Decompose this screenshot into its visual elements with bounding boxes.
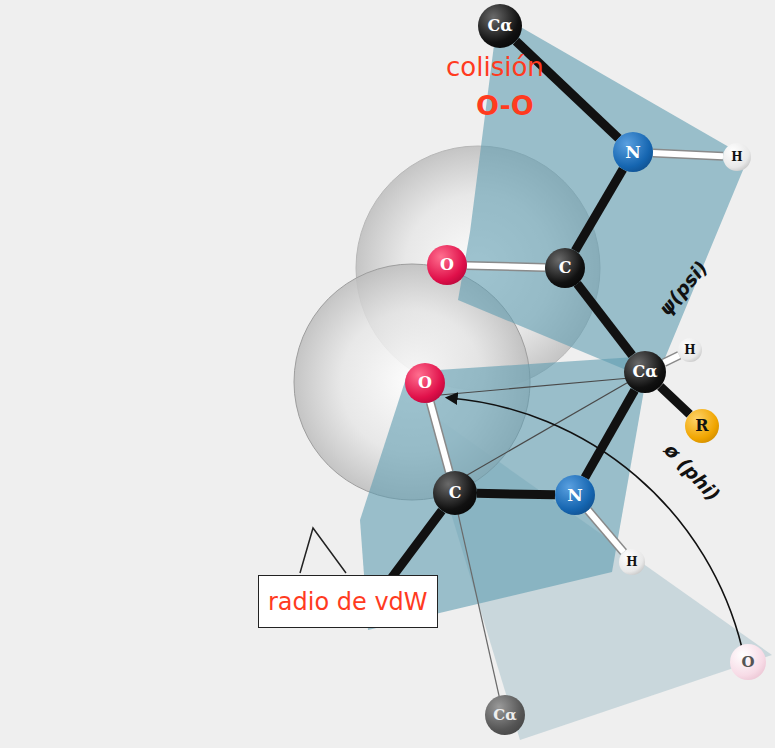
bond-stroke	[467, 266, 545, 268]
bond-stroke	[664, 355, 679, 363]
bond-line	[660, 386, 689, 414]
bond-stroke	[575, 169, 623, 250]
atom-symbol: C	[559, 260, 572, 276]
bond-line	[467, 266, 545, 268]
bond-stroke	[660, 386, 689, 414]
bond-stroke	[664, 355, 679, 363]
bond-line	[588, 510, 624, 552]
bond-stroke	[588, 510, 624, 552]
atom-symbol: Cα	[493, 708, 516, 723]
callout-box: radio de vdW	[258, 575, 438, 628]
atom-sphere: O	[730, 644, 766, 680]
bond-line	[575, 169, 623, 250]
atom-symbol: O	[440, 257, 454, 273]
collision-label: O-O	[476, 90, 534, 121]
bond-stroke	[477, 493, 555, 494]
bond-line	[577, 284, 632, 356]
bond-stroke	[653, 153, 723, 156]
atom-sphere: H	[619, 549, 645, 575]
atom-symbol: H	[731, 151, 742, 163]
bond-line	[388, 511, 442, 583]
atom-sphere: N	[555, 475, 595, 515]
bond-line	[477, 493, 555, 494]
bond-line	[664, 355, 679, 363]
atom-symbol: N	[567, 487, 583, 504]
collision-label: colisión	[446, 52, 544, 82]
leader-line	[300, 528, 346, 573]
atom-sphere: Cα	[478, 4, 522, 48]
bond-line	[585, 390, 635, 477]
bond-line	[653, 153, 723, 156]
bond-stroke	[430, 402, 449, 471]
atom-symbol: O	[741, 655, 754, 670]
atom-symbol: Cα	[632, 364, 657, 380]
guide-line	[440, 378, 630, 395]
callout-text: radio de vdW	[268, 588, 428, 616]
bond-stroke	[430, 402, 449, 471]
atom-sphere: O	[427, 245, 467, 285]
atom-sphere: N	[613, 132, 653, 172]
atom-sphere: H	[678, 338, 702, 362]
atom-symbol: O	[418, 375, 432, 391]
guide-line	[450, 380, 632, 485]
atom-sphere: Cα	[624, 351, 666, 393]
atom-symbol: Cα	[487, 18, 512, 34]
atom-sphere: H	[723, 143, 751, 171]
atom-symbol: H	[684, 344, 695, 356]
guide-line	[455, 500, 500, 700]
atom-sphere: Cα	[485, 695, 525, 735]
bond-stroke	[467, 266, 545, 268]
atom-symbol: H	[626, 556, 637, 568]
atom-symbol: N	[625, 144, 641, 161]
bond-stroke	[588, 510, 624, 552]
bond-stroke	[388, 511, 442, 583]
bond-stroke	[585, 390, 635, 477]
bond-stroke	[653, 153, 723, 156]
rotation-arc	[450, 398, 742, 648]
atom-sphere: C	[433, 471, 477, 515]
atom-sphere: C	[545, 248, 585, 288]
bond-line	[430, 402, 449, 471]
atom-symbol: R	[695, 418, 708, 434]
bond-stroke	[577, 284, 632, 356]
atom-symbol: C	[449, 485, 462, 501]
atom-sphere: O	[405, 363, 445, 403]
atom-sphere: R	[685, 409, 719, 443]
dihedral-label: ø (phi)	[660, 439, 724, 506]
